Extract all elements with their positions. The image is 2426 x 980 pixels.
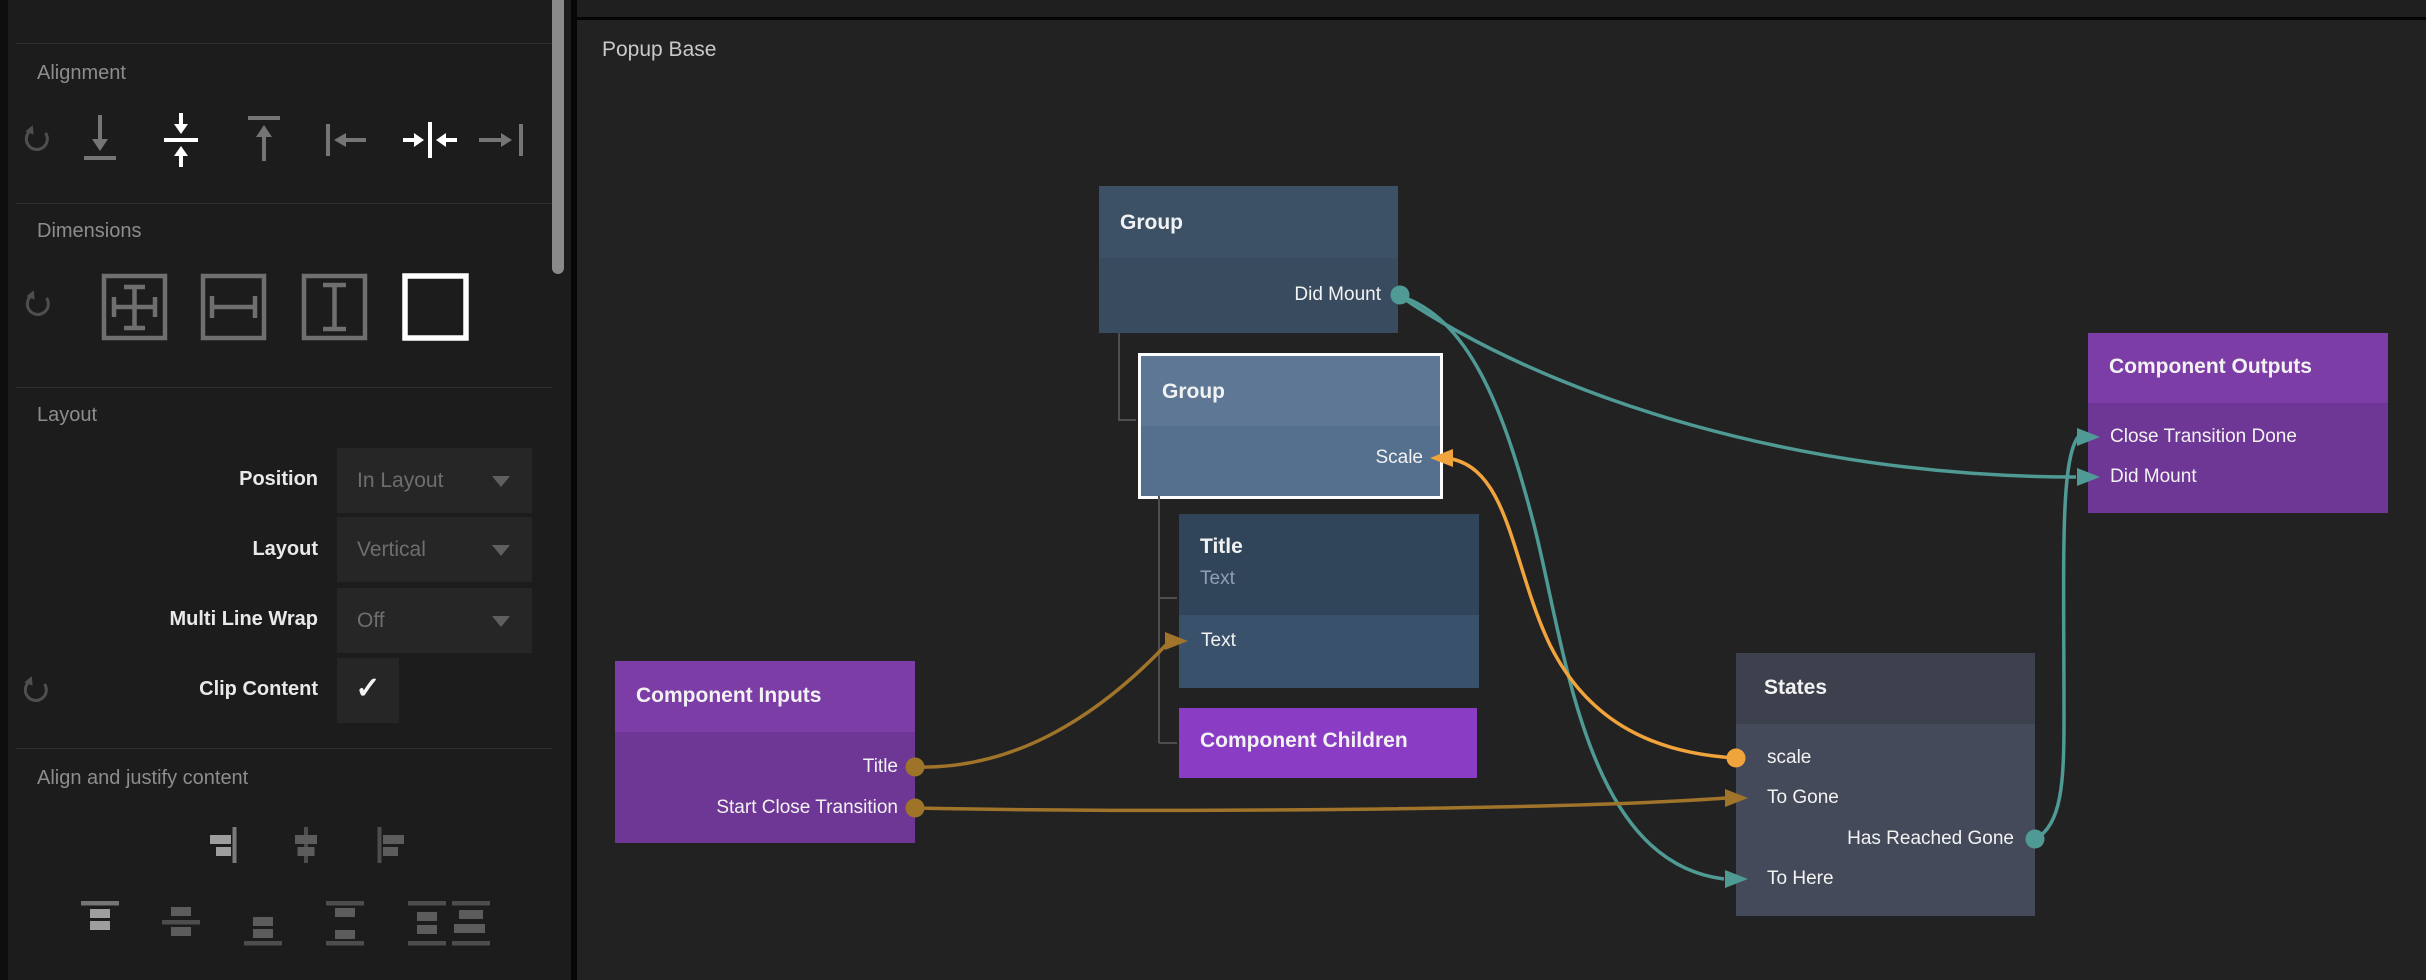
node-header: Group xyxy=(1141,356,1440,426)
size-both-icon[interactable] xyxy=(101,273,168,341)
node-title: States xyxy=(1764,676,1828,699)
port-to-here[interactable]: To Here xyxy=(1767,868,1834,889)
node-title: Component Children xyxy=(1200,729,1408,752)
layout-dropdown[interactable]: Vertical xyxy=(337,517,532,582)
canvas-top-strip xyxy=(577,0,2426,20)
node-component-outputs[interactable]: Component Outputs Close Transition Done … xyxy=(2088,333,2388,513)
multi-line-wrap-value: Off xyxy=(357,609,385,632)
node-title: Component Outputs xyxy=(2109,355,2312,378)
port-scale[interactable]: Scale xyxy=(1375,447,1423,468)
justify-right-icon[interactable] xyxy=(208,827,238,863)
size-height-icon[interactable] xyxy=(301,273,368,341)
port-scale-in[interactable]: scale xyxy=(1767,747,1812,768)
panel-scrollbar[interactable] xyxy=(552,0,564,274)
justify-bottom-icon[interactable] xyxy=(244,900,282,947)
node-states[interactable]: States scale To Gone Has Reached Gone To… xyxy=(1736,653,2035,916)
node-header: Title Text xyxy=(1179,514,1479,615)
chevron-down-icon xyxy=(492,545,510,556)
node-type-subtitle: Text xyxy=(1200,568,1235,589)
justify-middle-icon[interactable] xyxy=(162,900,200,947)
node-group-parent[interactable]: Group Did Mount xyxy=(1099,186,1398,333)
position-label: Position xyxy=(239,468,318,490)
component-breadcrumb: Popup Base xyxy=(602,38,717,61)
space-between-icon[interactable] xyxy=(326,900,364,947)
port-close-transition-done[interactable]: Close Transition Done xyxy=(2110,426,2297,447)
align-justify-section-title: Align and justify content xyxy=(37,767,249,789)
node-title: Title xyxy=(1200,535,1243,558)
layout-label: Layout xyxy=(252,538,318,560)
port-did-mount[interactable]: Did Mount xyxy=(1294,284,1381,305)
align-right-icon[interactable] xyxy=(478,121,527,159)
node-title-text[interactable]: Title Text Text xyxy=(1179,514,1479,688)
reset-icon[interactable] xyxy=(23,289,53,321)
size-width-icon[interactable] xyxy=(200,273,267,341)
justify-left-icon[interactable] xyxy=(376,827,406,863)
reset-icon[interactable] xyxy=(22,124,52,156)
align-bottom-icon[interactable] xyxy=(81,113,119,163)
port-has-reached-gone[interactable]: Has Reached Gone xyxy=(1847,828,2014,849)
panel-edge xyxy=(0,0,8,980)
node-header: Component Inputs xyxy=(615,661,915,732)
reset-icon[interactable] xyxy=(21,675,51,707)
node-component-children[interactable]: Component Children xyxy=(1179,708,1477,778)
port-title-out[interactable]: Title xyxy=(862,756,898,777)
clip-content-label: Clip Content xyxy=(199,678,318,700)
align-horizontal-center-icon[interactable] xyxy=(402,120,458,160)
align-top-icon[interactable] xyxy=(245,115,283,165)
properties-panel: Alignment xyxy=(0,0,571,980)
panel-divider xyxy=(571,0,577,980)
justify-top-icon[interactable] xyxy=(81,900,119,947)
divider xyxy=(16,203,552,204)
node-group-selected[interactable]: Group Scale xyxy=(1138,353,1443,499)
node-component-inputs[interactable]: Component Inputs Title Start Close Trans… xyxy=(615,661,915,843)
align-vertical-center-icon[interactable] xyxy=(162,112,200,168)
position-value: In Layout xyxy=(357,469,444,492)
port-to-gone[interactable]: To Gone xyxy=(1767,787,1839,808)
node-canvas[interactable]: Popup Base Group Did Mount Group Scale T… xyxy=(577,0,2426,980)
layout-value: Vertical xyxy=(357,538,426,561)
dimensions-section-title: Dimensions xyxy=(37,220,142,242)
position-dropdown[interactable]: In Layout xyxy=(337,448,532,513)
multi-line-wrap-label: Multi Line Wrap xyxy=(169,608,318,630)
check-icon: ✓ xyxy=(355,672,381,705)
align-left-icon[interactable] xyxy=(324,121,368,159)
node-title: Component Inputs xyxy=(636,684,822,707)
chevron-down-icon xyxy=(492,616,510,627)
node-header: States xyxy=(1736,653,2035,724)
node-header: Component Outputs xyxy=(2088,333,2388,403)
space-around-icon[interactable] xyxy=(408,900,446,947)
divider xyxy=(16,43,552,44)
divider xyxy=(16,748,552,749)
port-text[interactable]: Text xyxy=(1201,630,1236,651)
node-title: Group xyxy=(1120,211,1183,234)
divider xyxy=(16,387,552,388)
node-header: Group xyxy=(1099,186,1398,258)
port-start-close-transition-out[interactable]: Start Close Transition xyxy=(716,797,898,818)
chevron-down-icon xyxy=(492,476,510,487)
clip-content-checkbox[interactable]: ✓ xyxy=(337,658,399,723)
justify-center-h-icon[interactable] xyxy=(291,827,321,863)
alignment-section-title: Alignment xyxy=(37,62,126,84)
node-title: Group xyxy=(1162,380,1225,403)
layout-section-title: Layout xyxy=(37,404,98,426)
size-content-icon[interactable] xyxy=(402,273,469,341)
space-evenly-icon[interactable] xyxy=(452,900,490,947)
port-did-mount-in[interactable]: Did Mount xyxy=(2110,466,2197,487)
multi-line-wrap-dropdown[interactable]: Off xyxy=(337,588,532,653)
